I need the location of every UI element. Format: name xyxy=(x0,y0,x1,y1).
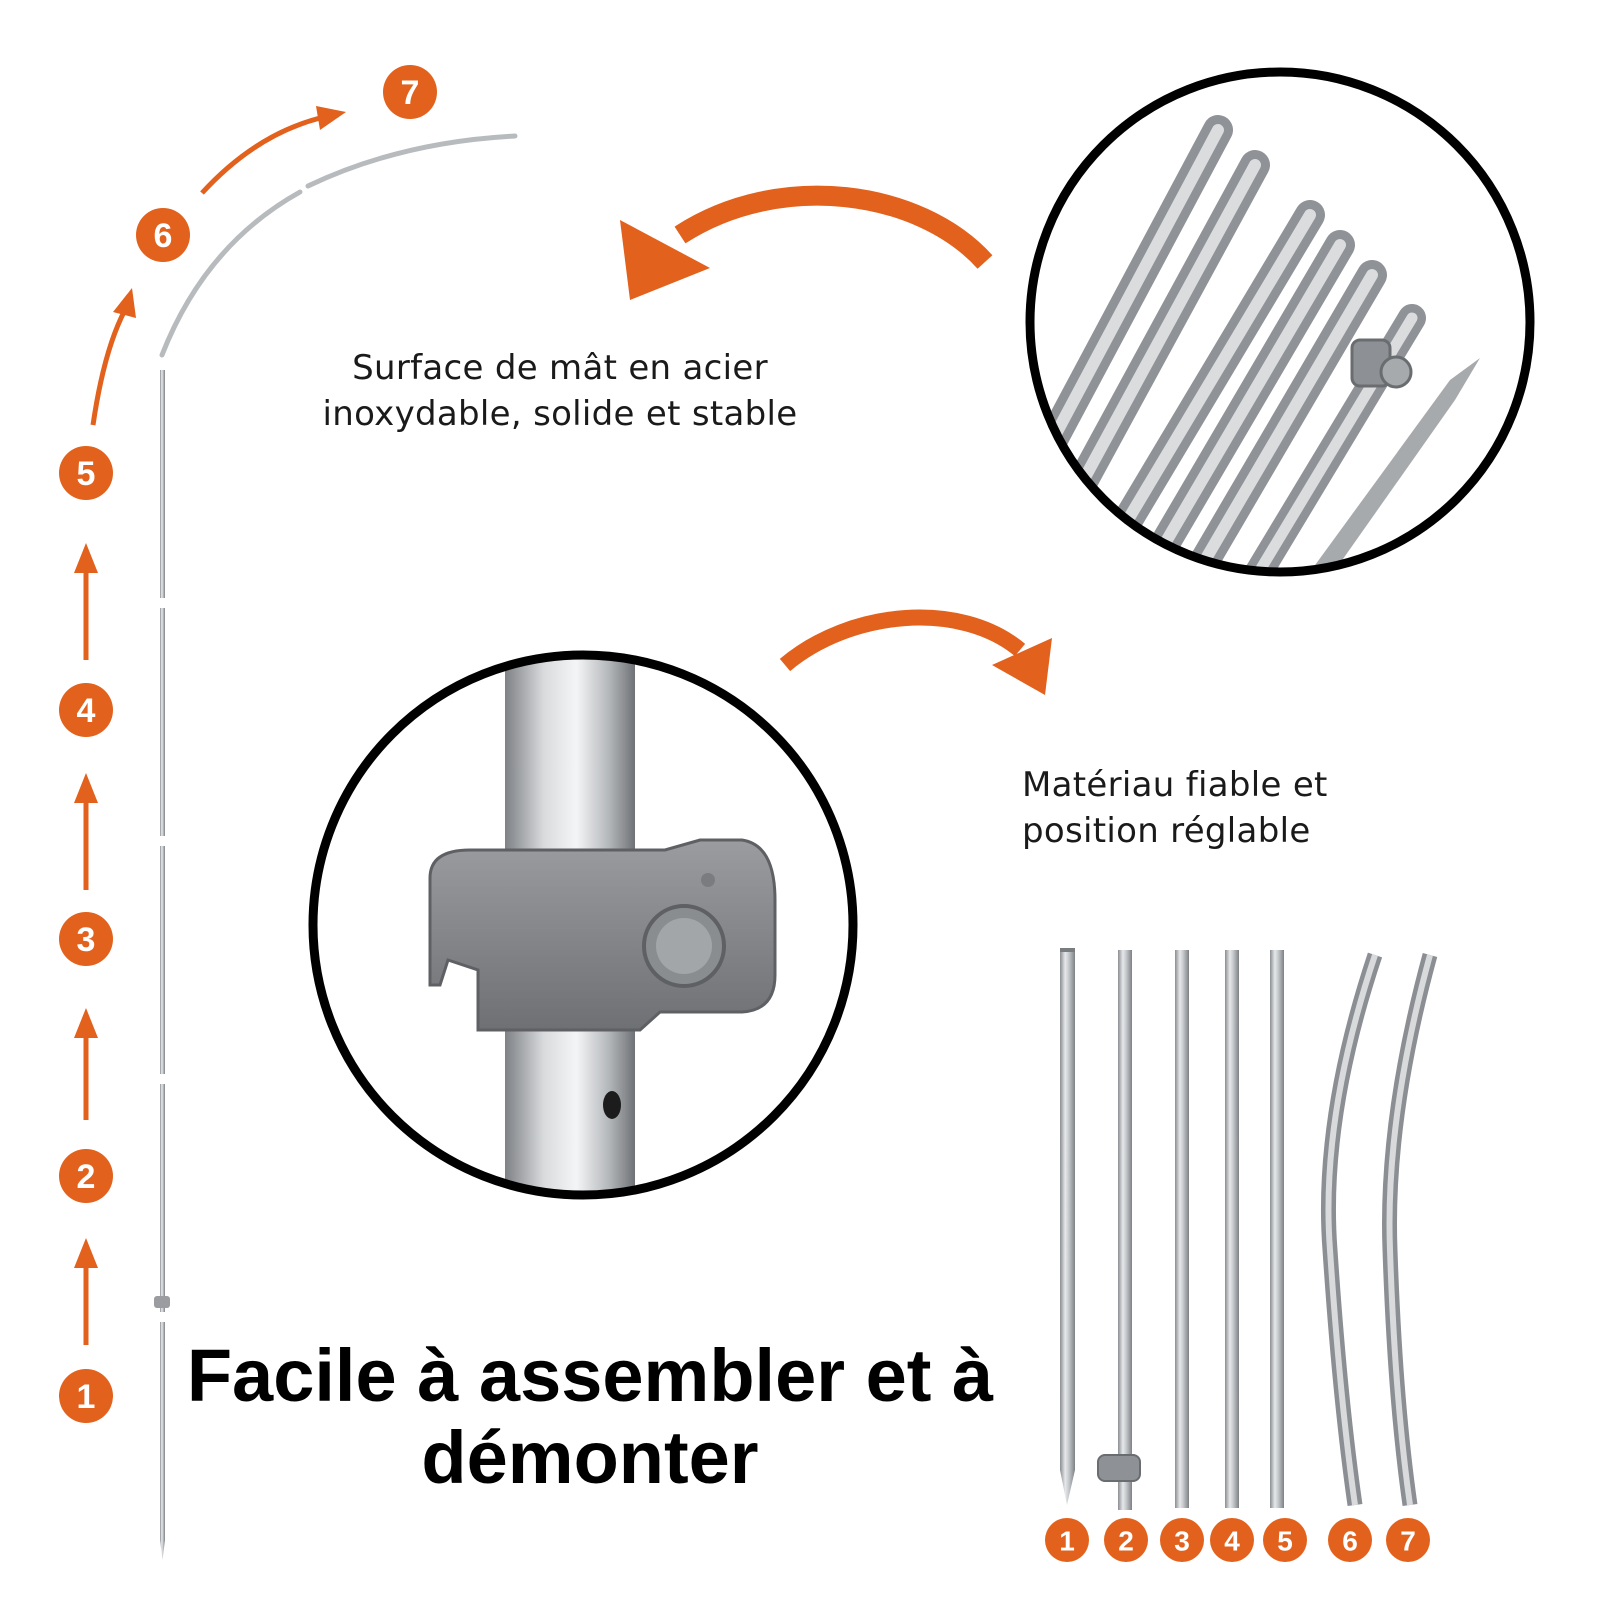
caption-material-line1: Matériau fiable et xyxy=(1022,765,1328,805)
arrow-up-icon xyxy=(74,1238,98,1345)
caption-surface: Surface de mât en acier inoxydable, soli… xyxy=(300,345,820,437)
pole-segment-3 xyxy=(160,846,165,1074)
part-number-label: 3 xyxy=(1174,1526,1190,1557)
pole-segment-7 xyxy=(305,133,518,189)
clamp-closeup xyxy=(308,650,858,1200)
headline-line1: Facile à assembler et à xyxy=(186,1334,994,1417)
step-number-2: 2 xyxy=(59,1149,113,1203)
curved-arrow-icon xyxy=(779,609,1052,695)
pole-segment-image xyxy=(1382,953,1438,1507)
step-number-label: 3 xyxy=(77,921,96,959)
step-number-label: 1 xyxy=(77,1378,96,1416)
part-number-1: 1 xyxy=(1045,1518,1089,1562)
caption-material: Matériau fiable et position réglable xyxy=(1022,762,1442,854)
pole-segment-6 xyxy=(159,189,303,358)
pole-clamp xyxy=(154,1296,170,1308)
pole-parts xyxy=(1060,948,1438,1510)
part-number-4: 4 xyxy=(1210,1518,1254,1562)
part-number-6: 6 xyxy=(1328,1518,1372,1562)
part-number-list: 1 2 3 4 5 6 7 xyxy=(1045,1518,1430,1562)
step-number-3: 3 xyxy=(59,912,113,966)
part-number-label: 2 xyxy=(1118,1526,1134,1557)
part-number-2: 2 xyxy=(1104,1518,1148,1562)
pole-segment-image xyxy=(1320,952,1383,1507)
curved-arrow-icon xyxy=(200,106,346,195)
curved-arrow-icon xyxy=(90,288,136,426)
step-number-label: 4 xyxy=(77,692,96,730)
part-number-label: 4 xyxy=(1224,1526,1240,1557)
part-number-label: 5 xyxy=(1277,1526,1293,1557)
step-number-4: 4 xyxy=(59,683,113,737)
step-number-label: 6 xyxy=(154,217,173,255)
arrow-up-icon xyxy=(74,543,98,660)
pole-segment-image xyxy=(1097,950,1141,1510)
step-number-6: 6 xyxy=(136,208,190,262)
pole-segment-image xyxy=(1060,948,1075,1505)
pole-clamp-small xyxy=(1350,338,1413,389)
part-number-label: 7 xyxy=(1400,1526,1416,1557)
assembled-pole xyxy=(154,133,518,1560)
part-number-label: 1 xyxy=(1059,1526,1075,1557)
step-number-label: 7 xyxy=(401,74,420,112)
step-number-label: 5 xyxy=(77,455,96,493)
curved-arrow-icon xyxy=(620,185,993,300)
caption-surface-line2: inoxydable, solide et stable xyxy=(322,394,798,434)
step-number-5: 5 xyxy=(59,446,113,500)
pole-segment-image xyxy=(1175,950,1189,1508)
pole-ends-closeup xyxy=(1025,67,1535,577)
step-number-label: 2 xyxy=(77,1158,96,1196)
caption-surface-line1: Surface de mât en acier xyxy=(352,348,768,388)
arrow-up-icon xyxy=(74,1008,98,1120)
part-number-3: 3 xyxy=(1160,1518,1204,1562)
part-number-7: 7 xyxy=(1386,1518,1430,1562)
step-number-1: 1 xyxy=(59,1369,113,1423)
part-number-5: 5 xyxy=(1263,1518,1307,1562)
part-number-label: 6 xyxy=(1342,1526,1358,1557)
pole-segment-5 xyxy=(160,370,165,598)
clamp-closeup-image xyxy=(428,655,777,1195)
step-number-7: 7 xyxy=(383,65,437,119)
headline: Facile à assembler et à démonter xyxy=(170,1335,1010,1499)
pole-segment-4 xyxy=(160,608,165,836)
step-arrows xyxy=(74,106,346,1345)
step-number-list: 1 2 3 4 5 6 7 xyxy=(59,65,437,1423)
headline-line2: démonter xyxy=(421,1416,759,1499)
caption-material-line2: position réglable xyxy=(1022,811,1311,851)
pole-segment-image xyxy=(1225,950,1239,1508)
pole-segment-2 xyxy=(160,1084,165,1312)
pole-segment-1 xyxy=(160,1322,165,1560)
pole-segment-image xyxy=(1270,950,1284,1508)
arrow-up-icon xyxy=(74,773,98,890)
